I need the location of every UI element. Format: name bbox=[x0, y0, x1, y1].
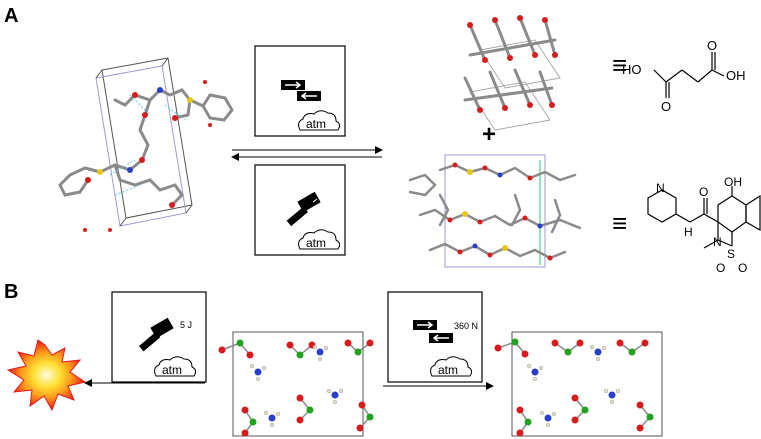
cloud-icon bbox=[154, 356, 197, 377]
pressure-atm-label: atm bbox=[306, 117, 326, 131]
cloud-icon bbox=[298, 229, 341, 250]
panel-a-label: A bbox=[4, 5, 18, 27]
succinic-ho-label: HO bbox=[622, 62, 642, 77]
piroxicam-nh-label: H bbox=[684, 225, 693, 239]
cloud-icon bbox=[430, 356, 473, 377]
succinic-acid-packing bbox=[463, 15, 561, 131]
piroxicam-packing bbox=[408, 154, 582, 268]
hammer-condition-box: atm bbox=[254, 164, 346, 256]
piroxicam-carbonyl-o: O bbox=[699, 185, 708, 199]
force-atm-label: atm bbox=[438, 363, 458, 377]
explosion-icon bbox=[6, 339, 87, 412]
piroxicam-o2: O bbox=[738, 261, 747, 275]
impact-atm-label: atm bbox=[162, 363, 182, 377]
succinic-o-bottom: O bbox=[661, 99, 671, 114]
pressure-condition-box: atm bbox=[254, 45, 346, 137]
hammer-atm-label: atm bbox=[306, 236, 326, 250]
force-condition-box: 360 N atm bbox=[387, 291, 483, 383]
piroxicam-o1: O bbox=[716, 261, 725, 275]
cloud-icon bbox=[298, 110, 341, 131]
panel-b-label: B bbox=[4, 281, 18, 303]
hammer-icon bbox=[286, 191, 321, 227]
plus-sign: + bbox=[482, 121, 496, 148]
salt-unit-cell-compressed bbox=[494, 331, 663, 437]
cocrystal-structure bbox=[58, 57, 234, 232]
impact-energy-label: 5 J bbox=[180, 320, 192, 330]
force-value-label: 360 N bbox=[454, 321, 478, 331]
piroxicam-pyridine-n: N bbox=[656, 181, 665, 195]
piroxicam-sulfur: S bbox=[727, 247, 735, 261]
salt-unit-cell-initial bbox=[218, 331, 374, 437]
piroxicam-oh-label: OH bbox=[724, 175, 742, 189]
succinic-acid-structure: HO OH O O bbox=[622, 38, 746, 114]
equivalence-sign-2: ≡ bbox=[612, 208, 627, 238]
hammer-icon bbox=[139, 317, 174, 352]
piroxicam-ring-n: N bbox=[713, 235, 722, 249]
succinic-o-top: O bbox=[707, 38, 717, 53]
impact-condition-box: 5 J atm bbox=[111, 291, 207, 383]
equivalence-sign-1: ≡ bbox=[612, 50, 627, 80]
succinic-oh-label: OH bbox=[726, 68, 746, 83]
piroxicam-structure: OH N H O N S O O bbox=[647, 175, 761, 275]
